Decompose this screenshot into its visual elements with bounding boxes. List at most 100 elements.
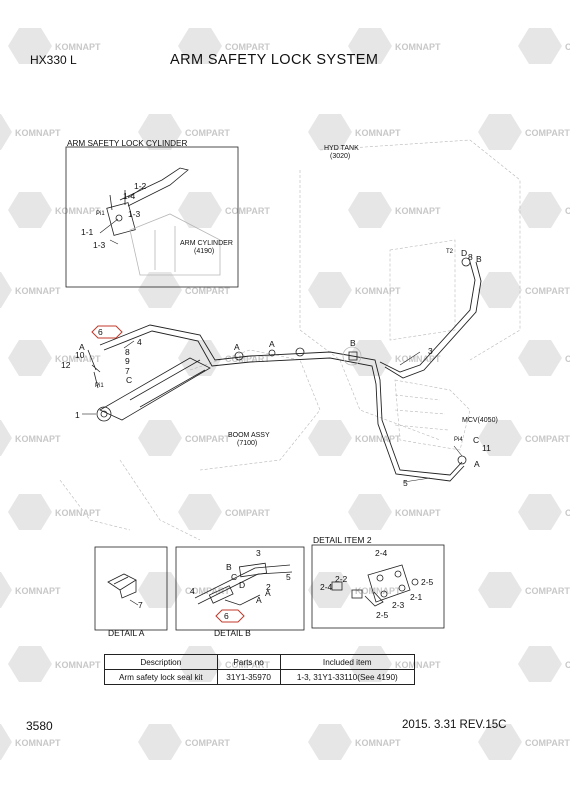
callout-7: 7 (125, 366, 130, 376)
watermark-text: KOMNAPT (395, 508, 441, 518)
watermark-hex (8, 646, 52, 682)
watermark-text: KOMNAPT (395, 660, 441, 670)
watermark-hex (0, 420, 12, 456)
watermark-tile: KOMNAPT (8, 192, 101, 228)
detail-item2-frame (311, 544, 445, 629)
detail-b-callout-5: 5 (286, 572, 291, 582)
inset-callout-1-2: 1-2 (134, 181, 147, 191)
watermark-hex (138, 724, 182, 760)
port-pi1: Pi1 (95, 383, 104, 389)
watermark-tile: KOMNAPT (308, 420, 401, 456)
detail-b-callout-4: 4 (190, 586, 195, 596)
watermark-hex (308, 420, 352, 456)
watermark-hex (348, 28, 392, 64)
inset-frame (65, 146, 239, 288)
detail-b-frame (175, 546, 305, 631)
watermark-tile: COMPART (138, 724, 230, 760)
watermark-hex (518, 340, 562, 376)
watermark-tile: KOMNAPT (348, 340, 441, 376)
callout-labels: ARM SAFETY LOCK CYLINDER 1-2 1-4 1-3 1-1… (61, 139, 498, 638)
item2-callout-2-4-top: 2-4 (375, 548, 388, 558)
inset-callout-1-3b: 1-3 (93, 240, 106, 250)
watermark-tile: COMPART (178, 192, 270, 228)
watermark-tile: KOMNAPT (8, 28, 101, 64)
watermark-tile: COMPART (478, 724, 570, 760)
watermark-hex (518, 646, 562, 682)
watermark-text: COMPART (525, 128, 570, 138)
watermark-tile: KOMNAPT (308, 114, 401, 150)
callout-a-mcv: A (474, 459, 480, 469)
callout-b-pipe: B (350, 338, 356, 348)
detail-b-callout-2: 2 (266, 582, 271, 592)
callout-1: 1 (75, 410, 80, 420)
watermark-tile: KOMNAPT (308, 572, 401, 608)
table-cell-included-item: 1-3, 31Y1-33110(See 4190) (279, 669, 416, 685)
watermark-hex (478, 420, 522, 456)
pipe-fittings (234, 257, 471, 465)
callout-4: 4 (137, 337, 142, 347)
detail-a-caption: DETAIL A (108, 628, 145, 638)
watermark-hex (0, 114, 12, 150)
table-header-description: Description (104, 654, 218, 670)
arm-cylinder-main (87, 349, 211, 422)
watermark-tile: COMPART (138, 272, 230, 308)
watermark-text: COMPART (225, 354, 270, 364)
inset-title: ARM SAFETY LOCK CYLINDER (67, 139, 188, 148)
callout-12: 12 (61, 360, 71, 370)
watermark-tile: KOMNAPT (0, 114, 61, 150)
table-cell-description: Arm safety lock seal kit (104, 669, 218, 685)
callout-d: D (461, 248, 467, 258)
watermark-hex (308, 114, 352, 150)
watermark-text: COMPART (525, 434, 570, 444)
callout-c-mcv: C (473, 435, 479, 445)
callout-9: 9 (125, 356, 130, 366)
watermark-text: KOMNAPT (355, 434, 401, 444)
seal-kit-table: Description Parts no Included item Arm s… (104, 654, 416, 685)
item2-callout-2-5-right: 2-5 (421, 577, 434, 587)
mcv-label: MCV(4050) (462, 417, 498, 424)
table-header-included-item: Included item (279, 654, 416, 670)
watermark-text: KOMNAPT (355, 586, 401, 596)
watermark-tile: KOMNAPT (348, 192, 441, 228)
watermark-text: COMPART (225, 42, 270, 52)
watermark-text: KOMNAPT (395, 354, 441, 364)
watermark-tile: COMPART (478, 114, 570, 150)
watermark-text: KOMNAPT (15, 434, 61, 444)
item2-callout-2-3: 2-3 (392, 600, 405, 610)
watermark-hex (8, 192, 52, 228)
inset-cylinder-name: ARM CYLINDER (180, 240, 233, 247)
watermark-hex (8, 340, 52, 376)
page-title: ARM SAFETY LOCK SYSTEM (170, 52, 379, 68)
watermark-tile: COMPART (138, 114, 230, 150)
watermark-text: COMPART (225, 206, 270, 216)
watermark-tile: KOMNAPT (8, 340, 101, 376)
watermark-text: KOMNAPT (395, 42, 441, 52)
watermark-text: COMPART (185, 286, 230, 296)
page-number: 3580 (26, 719, 53, 733)
watermark-text: KOMNAPT (395, 206, 441, 216)
watermark-text: COMPART (565, 206, 570, 216)
callout-8-tank: 8 (468, 252, 473, 262)
boom-assy-label: BOOM ASSY (228, 432, 270, 439)
watermark-hex (0, 272, 12, 308)
watermark-text: KOMNAPT (55, 508, 101, 518)
watermark-text: COMPART (525, 586, 570, 596)
watermark-tile: KOMNAPT (348, 28, 441, 64)
watermark-hex (518, 192, 562, 228)
inset-callout-pi1: Pi1 (96, 211, 105, 217)
watermark-tile: COMPART (138, 572, 230, 608)
watermark-tile: COMPART (518, 28, 570, 64)
table-row: Arm safety lock seal kit 31Y1-35970 1-3,… (104, 669, 416, 685)
detail-b-callout-6: 6 (224, 611, 229, 621)
detail-b-callout-d: D (239, 580, 245, 590)
watermark-tile: COMPART (478, 272, 570, 308)
callout-b-tank: B (476, 254, 482, 264)
watermark-tile: COMPART (178, 28, 270, 64)
watermark-text: KOMNAPT (15, 128, 61, 138)
watermark-text: COMPART (225, 508, 270, 518)
watermark-text: KOMNAPT (15, 738, 61, 748)
model-name: HX330 L (30, 53, 77, 67)
watermark-hex (8, 28, 52, 64)
highlight-part-6-detail (215, 609, 245, 623)
